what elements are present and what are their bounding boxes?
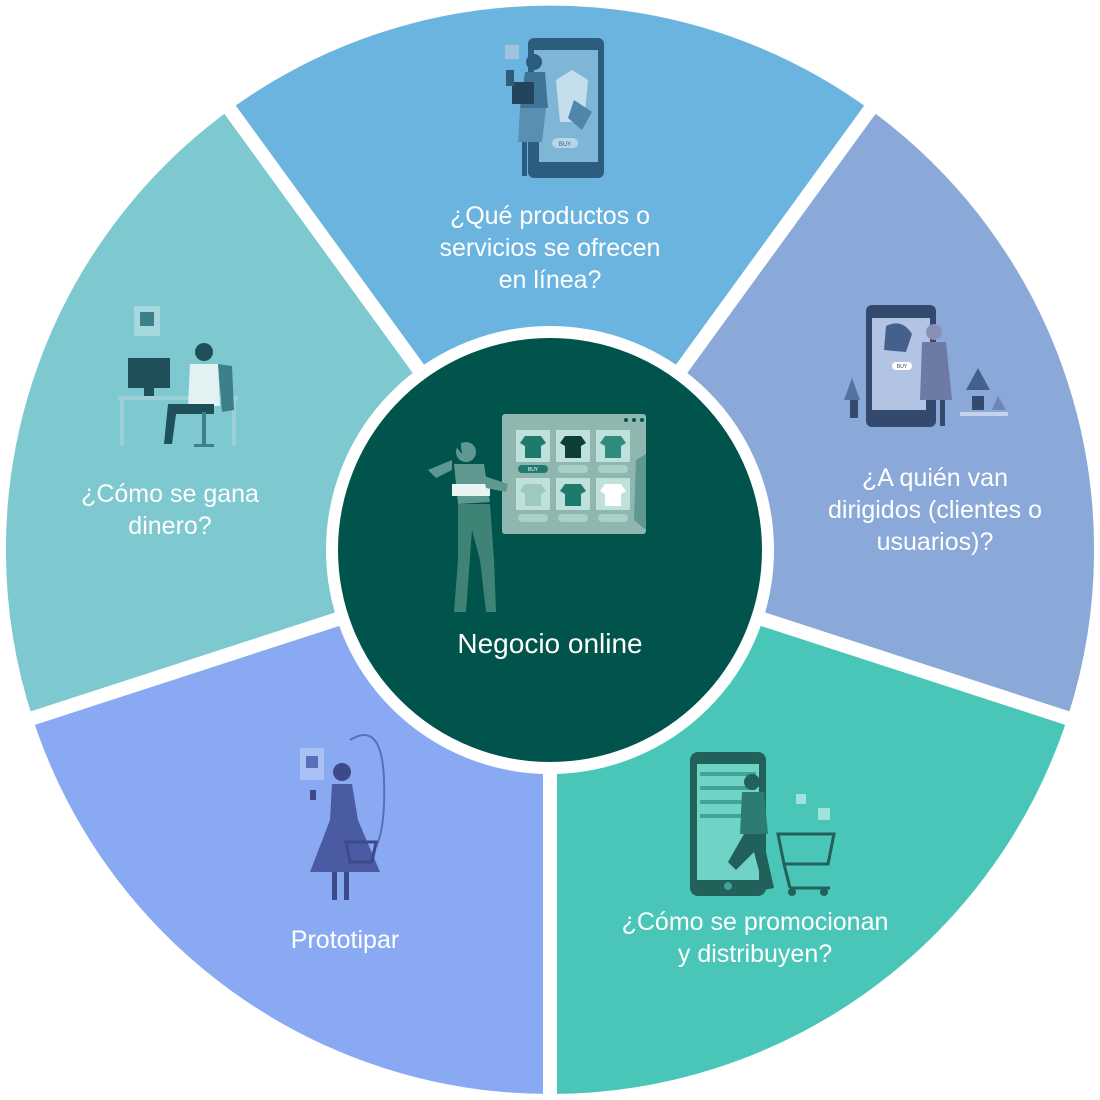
shopping-cart-icon xyxy=(690,752,836,896)
segment-label-bottom-right: ¿Cómo se promocionan y distribuyen? xyxy=(621,908,889,968)
center-label: Negocio online xyxy=(457,628,643,659)
segment-label-top: ¿Qué productos o servicios se ofrecen en… xyxy=(439,202,661,294)
segment-label-left: ¿Cómo se gana dinero? xyxy=(81,480,259,540)
shopping-basket-icon xyxy=(300,734,386,900)
shopping-phone-icon: BUY xyxy=(505,38,604,178)
segment-label-bottom-left: Prototipar xyxy=(290,926,400,954)
center-buy-button-label: BUY xyxy=(528,467,539,473)
segment-label-right: ¿A quién van dirigidos (clientes o usuar… xyxy=(828,464,1042,556)
center-circle xyxy=(326,326,774,774)
gardening-phone-icon: BUY xyxy=(844,305,1008,427)
online-store-icon: BUY xyxy=(428,414,646,612)
segment-top xyxy=(218,0,882,557)
top-buy-button-label: BUY xyxy=(559,142,571,148)
desk-computer-icon xyxy=(118,306,238,447)
right-buy-button-label: BUY xyxy=(897,364,908,370)
